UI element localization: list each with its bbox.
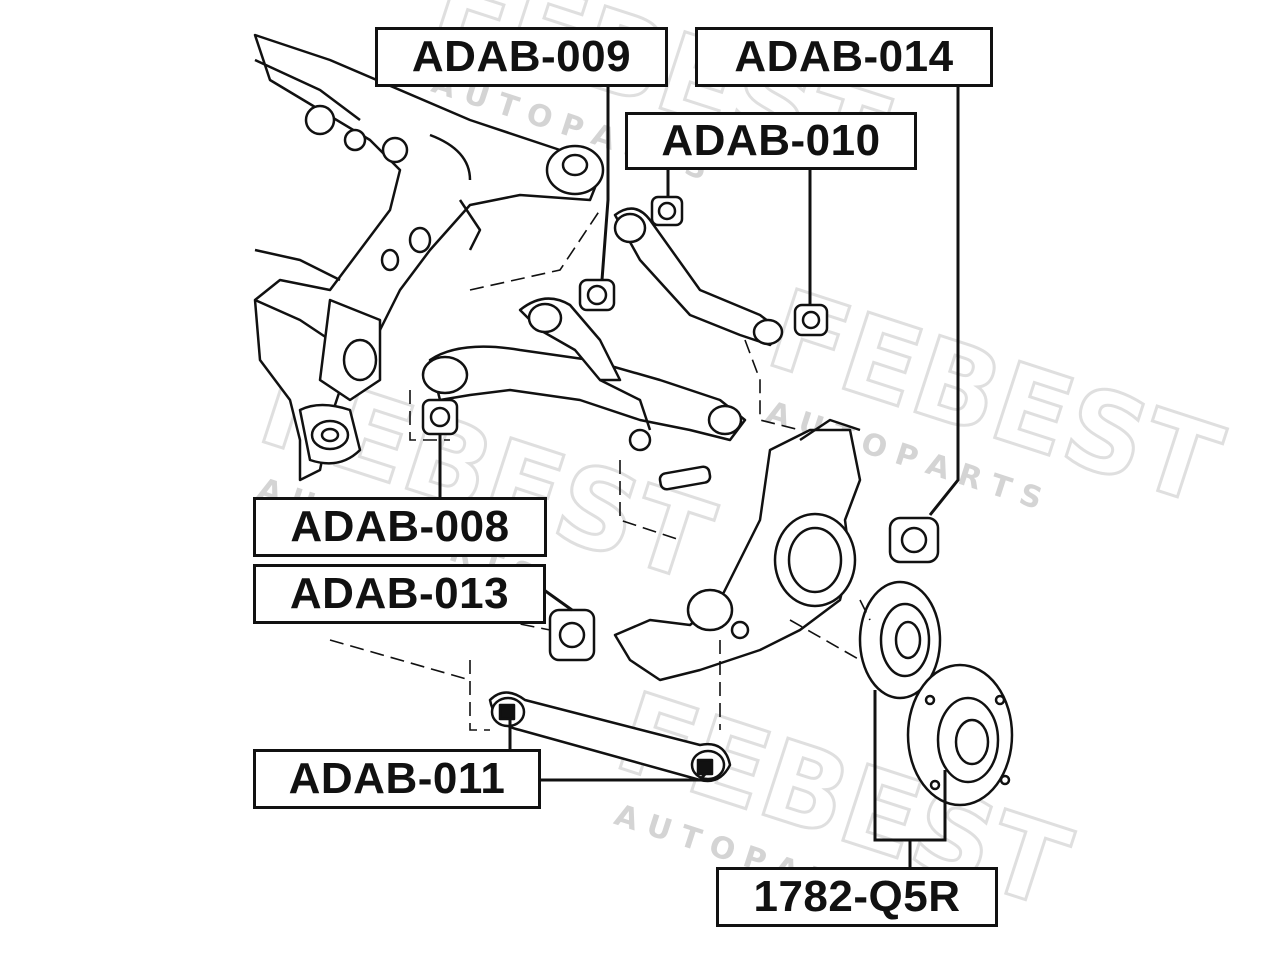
part-label-adab-010: ADAB-010 bbox=[625, 112, 917, 170]
bushing-adab-013 bbox=[548, 608, 596, 662]
bushings bbox=[421, 195, 940, 662]
subframe-bushing bbox=[545, 144, 605, 196]
leader-adab-011-b bbox=[540, 773, 707, 782]
wheel-hub bbox=[858, 580, 1014, 807]
leader-adab-009 bbox=[600, 86, 610, 281]
part-label-1782-q5r: 1782-Q5R bbox=[716, 867, 998, 927]
part-label-adab-013: ADAB-013 bbox=[253, 564, 546, 624]
upper-arm bbox=[613, 207, 784, 347]
leader-adab-014 bbox=[928, 86, 960, 516]
part-label-adab-014: ADAB-014 bbox=[695, 27, 993, 87]
bushing-adab-009 bbox=[578, 278, 616, 312]
leader-1782-q5r bbox=[873, 690, 947, 868]
part-label-adab-009: ADAB-009 bbox=[375, 27, 668, 87]
bushing-adab-014 bbox=[888, 516, 940, 564]
part-label-adab-008: ADAB-008 bbox=[253, 497, 547, 557]
bushing-adab-008 bbox=[421, 398, 459, 436]
subframe bbox=[253, 33, 602, 482]
leader-lines bbox=[438, 86, 960, 868]
bushing-adab-010-upper bbox=[650, 195, 684, 227]
dashed-assembly-lines bbox=[329, 209, 871, 731]
leader-adab-013 bbox=[543, 588, 573, 612]
bushing-adab-010-lower bbox=[793, 303, 829, 337]
wheel-carrier bbox=[613, 418, 862, 682]
lower-control-arm bbox=[421, 297, 747, 452]
part-label-adab-011: ADAB-011 bbox=[253, 749, 541, 809]
